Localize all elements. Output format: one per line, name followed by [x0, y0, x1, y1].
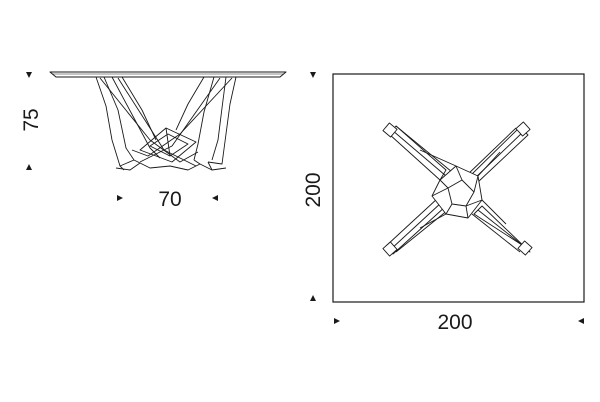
- top-width-dimension: 200: [334, 311, 584, 334]
- top-height-dimension: 200: [302, 72, 325, 301]
- side-height-dimension: 75: [20, 72, 43, 170]
- side-depth-dimension: 70: [117, 188, 218, 211]
- arrow-down-icon: [26, 72, 32, 78]
- arrow-right-icon: [334, 318, 340, 324]
- sculptural-base: [95, 76, 237, 171]
- side-depth-label: 70: [158, 188, 181, 211]
- arrow-down-icon: [310, 72, 316, 78]
- table-top-outline: [49, 71, 287, 78]
- arrow-left-icon: [578, 318, 584, 324]
- arrow-up-icon: [26, 164, 32, 170]
- top-height-label: 200: [302, 172, 325, 207]
- side-height-label: 75: [20, 108, 43, 131]
- arrow-up-icon: [310, 295, 316, 301]
- base-plan-star: [382, 121, 533, 257]
- arrow-right-icon: [117, 195, 123, 201]
- top-width-label: 200: [437, 311, 472, 334]
- side-view-drawing: [49, 71, 287, 171]
- arrow-left-icon: [212, 195, 218, 201]
